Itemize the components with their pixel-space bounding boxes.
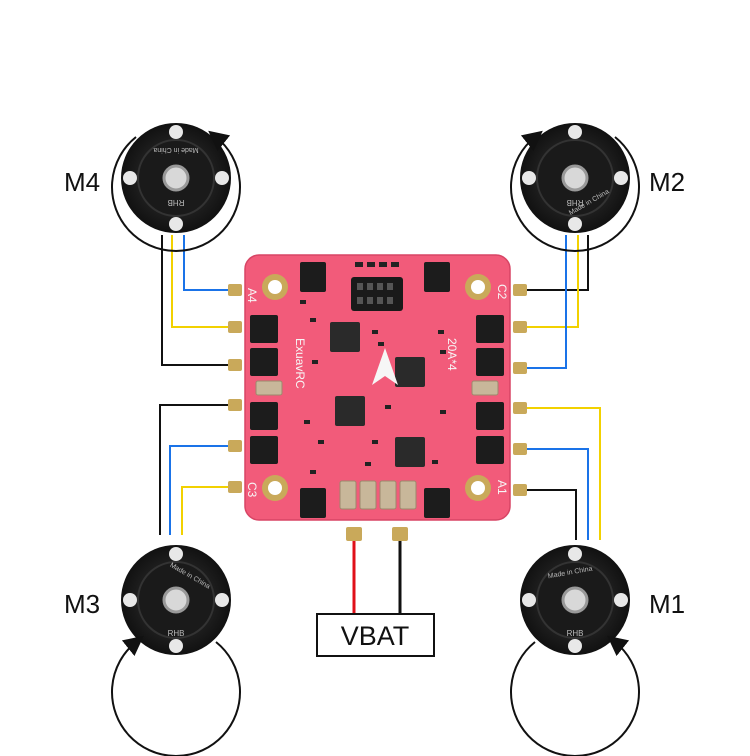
mosfets-right	[476, 315, 504, 464]
rotation-arrow-m1	[510, 635, 640, 756]
motor-brand-marking: RHB	[567, 198, 584, 207]
battery-wires	[352, 540, 402, 615]
battery-pad-positive	[346, 527, 362, 541]
board-brand: ExuavRC	[293, 338, 307, 389]
motor-brand-marking: RHB	[567, 629, 584, 638]
motor-label-m4: M4	[64, 167, 100, 197]
smd-parts	[300, 262, 446, 474]
rotation-arrow-m4	[111, 130, 241, 252]
corner-label-c3: C3	[245, 482, 259, 498]
motor-label-m3: M3	[64, 589, 100, 619]
motor-m4: RHB Made in China	[121, 123, 231, 233]
vbat-label: VBAT	[341, 621, 410, 651]
corner-label-a1: A1	[495, 480, 509, 495]
mcu-chips	[330, 322, 425, 467]
motor-brand-marking: RHB	[168, 198, 185, 207]
battery-pad-negative	[392, 527, 408, 541]
signal-connector	[351, 277, 403, 311]
mosfets-left	[250, 315, 278, 464]
motor-m2: RHB Made in China	[520, 123, 630, 233]
motor-brand-marking: RHB	[168, 629, 185, 638]
board-rating: 20A*4	[445, 338, 459, 371]
m4-wires	[161, 235, 236, 366]
motor-m1: RHB Made in China	[520, 545, 630, 655]
capacitors	[255, 380, 499, 510]
board-logo-icon	[372, 348, 398, 385]
motor-label-m2: M2	[649, 167, 685, 197]
left-pads	[228, 284, 242, 493]
rotation-arrow-m3	[111, 635, 241, 756]
motor-m3: RHB Made in China	[121, 545, 231, 655]
m3-wires	[159, 404, 236, 535]
m1-wires	[522, 407, 601, 540]
vbat-box: VBAT	[316, 613, 435, 657]
corner-label-c2: C2	[495, 284, 509, 300]
mosfets-edge	[300, 262, 450, 518]
right-pads	[513, 284, 527, 496]
esc-board: ExuavRC 20A*4 A4 C2 C3 A1	[228, 254, 527, 541]
motor-origin-marking: Made in China	[153, 146, 198, 153]
rotation-arrow-m2	[510, 130, 640, 252]
m2-wires	[522, 235, 589, 369]
corner-label-a4: A4	[245, 288, 259, 303]
motor-label-m1: M1	[649, 589, 685, 619]
